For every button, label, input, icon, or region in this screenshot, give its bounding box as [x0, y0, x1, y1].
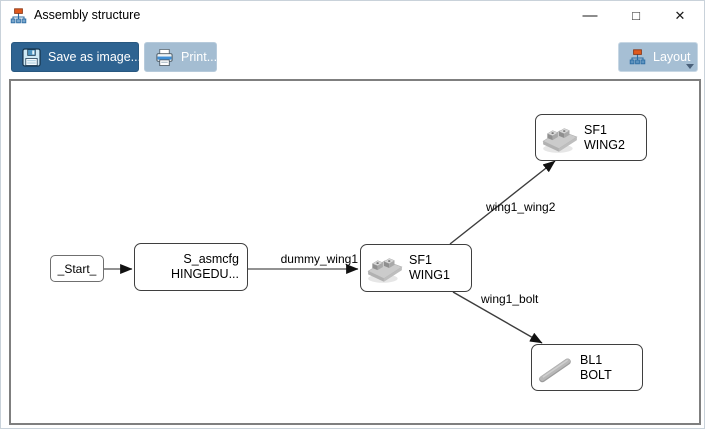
- node-wing1[interactable]: SF1 WING1: [360, 244, 472, 292]
- node-wing1-part: WING1: [409, 268, 450, 282]
- node-wing1-name: SF1: [409, 253, 432, 267]
- node-wing2-name: SF1: [584, 122, 607, 137]
- edge-wing1-bolt: [452, 291, 543, 344]
- node-bolt-part: BOLT: [580, 367, 612, 382]
- node-bolt[interactable]: BL1 BOLT: [531, 344, 643, 391]
- bolt-part-icon: [539, 357, 571, 382]
- print-label: Print...: [181, 50, 218, 64]
- node-wing2-text: SF1 WING2: [584, 123, 625, 153]
- print-button[interactable]: Print...: [144, 42, 217, 72]
- node-start-label: _Start_: [57, 261, 97, 276]
- layout-hierarchy-icon: [629, 49, 646, 65]
- node-bolt-text: BL1 BOLT: [580, 353, 612, 383]
- layout-button[interactable]: Layout: [618, 42, 698, 72]
- node-asmcfg-text: S_asmcfg HINGEDU...: [135, 252, 247, 282]
- node-wing1-text: SF1 WING1: [409, 253, 450, 283]
- close-button[interactable]: ✕: [674, 8, 686, 23]
- title-bar: Assembly structure — □ ✕: [1, 1, 704, 31]
- node-wing2-part: WING2: [584, 137, 625, 152]
- diagram-canvas[interactable]: dummy_wing1 wing1_wing2 wing1_bolt _Star…: [9, 79, 701, 425]
- layout-dropdown-arrow-icon: [686, 64, 694, 69]
- minimize-button[interactable]: —: [582, 7, 598, 24]
- printer-icon: [156, 48, 173, 66]
- edge-label-dummy-wing1: dummy_wing1: [280, 252, 358, 266]
- edge-label-wing1-bolt: wing1_bolt: [481, 292, 539, 306]
- save-as-image-label: Save as image...: [48, 50, 142, 64]
- edge-label-wing1-wing2: wing1_wing2: [486, 200, 556, 214]
- node-start[interactable]: _Start_: [50, 255, 104, 282]
- layout-label: Layout: [653, 50, 691, 64]
- edge-wing1-wing2: [449, 160, 556, 245]
- maximize-button[interactable]: □: [632, 8, 640, 23]
- node-asmcfg[interactable]: S_asmcfg HINGEDU...: [134, 243, 248, 291]
- floppy-disk-icon: [22, 47, 41, 67]
- window-title: Assembly structure: [34, 8, 141, 22]
- hierarchy-icon: [10, 8, 27, 24]
- save-as-image-button[interactable]: Save as image...: [11, 42, 142, 72]
- wing-part-icon: [542, 127, 578, 153]
- node-bolt-name: BL1: [580, 352, 603, 367]
- node-wing2[interactable]: SF1 WING2: [535, 114, 647, 161]
- wing-part-icon: [367, 258, 403, 283]
- edge-lines: [103, 160, 556, 344]
- node-asmcfg-name: S_asmcfg: [183, 252, 239, 266]
- node-asmcfg-part: HINGEDU...: [170, 267, 239, 281]
